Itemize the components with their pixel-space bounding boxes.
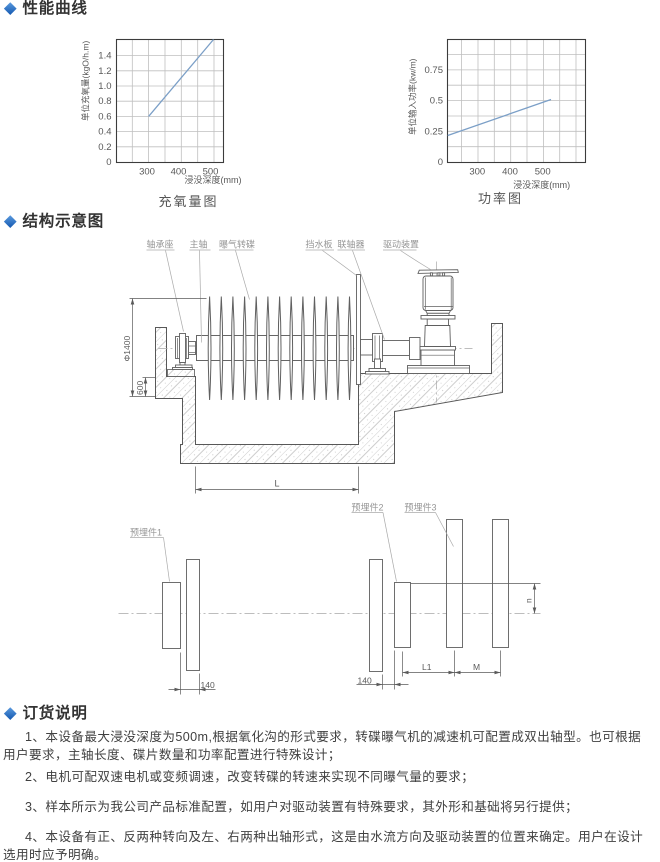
svg-text:M: M	[473, 662, 480, 672]
svg-text:0: 0	[438, 157, 443, 168]
svg-text:功率图: 功率图	[478, 191, 523, 206]
svg-text:预埋件3: 预埋件3	[405, 502, 437, 513]
svg-text:浸没深度(mm): 浸没深度(mm)	[513, 179, 570, 190]
svg-text:曝气转碟: 曝气转碟	[219, 239, 255, 250]
svg-text:400: 400	[502, 167, 518, 178]
svg-text:0.4: 0.4	[98, 127, 111, 138]
svg-text:单位输入功率(kw/m): 单位输入功率(kw/m)	[408, 58, 418, 135]
svg-text:轴承座: 轴承座	[147, 239, 174, 250]
svg-text:0.2: 0.2	[98, 142, 111, 153]
svg-text:300: 300	[139, 167, 155, 178]
svg-text:300: 300	[469, 167, 485, 178]
svg-text:0.6: 0.6	[98, 111, 111, 122]
svg-text:挡水板: 挡水板	[306, 239, 333, 250]
svg-text:预埋件2: 预埋件2	[352, 502, 384, 513]
svg-text:主轴: 主轴	[190, 239, 208, 250]
svg-text:140: 140	[358, 676, 372, 686]
svg-text:0.5: 0.5	[430, 96, 443, 107]
svg-text:0: 0	[106, 157, 111, 168]
svg-text:500: 500	[203, 167, 219, 178]
svg-text:Φ1400: Φ1400	[122, 336, 132, 362]
svg-text:L: L	[275, 479, 280, 489]
svg-text:浸没深度(mm): 浸没深度(mm)	[185, 174, 242, 185]
svg-text:1.0: 1.0	[98, 81, 111, 92]
svg-text:预埋件1: 预埋件1	[130, 527, 162, 538]
svg-text:600: 600	[135, 381, 145, 395]
svg-text:联轴器: 联轴器	[338, 239, 365, 250]
svg-text:n: n	[524, 598, 534, 603]
svg-text:0.75: 0.75	[425, 65, 444, 76]
svg-text:500: 500	[535, 167, 551, 178]
svg-text:1.4: 1.4	[98, 51, 111, 62]
svg-text:140: 140	[201, 680, 215, 690]
svg-text:400: 400	[171, 167, 187, 178]
svg-text:单位充氧量(kgO/h.m): 单位充氧量(kgO/h.m)	[81, 41, 91, 121]
svg-text:0.25: 0.25	[425, 126, 444, 137]
svg-text:充氧量图: 充氧量图	[158, 194, 218, 209]
svg-text:驱动装置: 驱动装置	[383, 239, 419, 250]
svg-text:L1: L1	[422, 662, 432, 672]
svg-text:0.8: 0.8	[98, 96, 111, 107]
svg-text:1.2: 1.2	[98, 66, 111, 77]
